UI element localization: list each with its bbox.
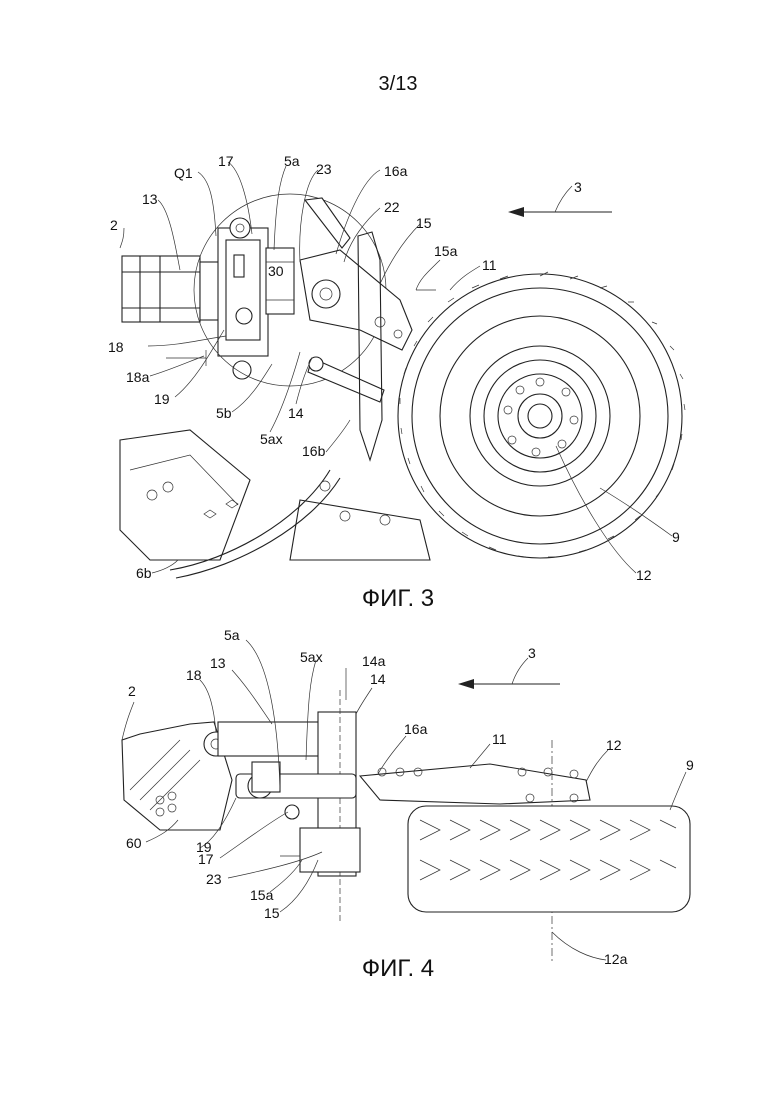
fig4-label-9: 9: [686, 757, 694, 773]
fig3-label-9: 9: [672, 529, 680, 545]
fig3-label-16a: 16a: [384, 163, 408, 179]
fig4-label-14a: 14a: [362, 653, 386, 669]
fig3-label-15a: 15a: [434, 243, 458, 259]
fig3-label-5a: 5a: [284, 153, 300, 169]
fig3-label-30: 30: [268, 263, 284, 279]
fig4-label-23: 23: [206, 871, 222, 887]
fig3-label-22: 22: [384, 199, 400, 215]
fig3-label-5b: 5b: [216, 405, 232, 421]
fig4-label-15a: 15a: [250, 887, 274, 903]
fig3-label-5ax: 5ax: [260, 431, 283, 447]
fig3-label-6b: 6b: [136, 565, 152, 581]
figure-3-reference-labels: 2 13 Q1 17 5a 23 16a 22 15 15a 11 3 30 1…: [108, 153, 680, 583]
figure-4-caption: ФИГ. 4: [362, 955, 434, 982]
fig3-label-23: 23: [316, 161, 332, 177]
fig3-label-2: 2: [110, 217, 118, 233]
fig4-label-3: 3: [528, 645, 536, 661]
fig4-label-16a: 16a: [404, 721, 428, 737]
figure-4-drawing: [122, 640, 690, 962]
page-number: 3/13: [379, 73, 418, 95]
fig4-label-14: 14: [370, 671, 386, 687]
fig4-label-12a: 12a: [604, 951, 628, 967]
fig3-label-18: 18: [108, 339, 124, 355]
fig4-label-18: 18: [186, 667, 202, 683]
fig4-label-13: 13: [210, 655, 226, 671]
fig3-label-11: 11: [482, 257, 497, 273]
fig4-label-5a: 5a: [224, 627, 240, 643]
figure-3-caption: ФИГ. 3: [362, 585, 434, 612]
fig3-label-19: 19: [154, 391, 170, 407]
fig4-label-2: 2: [128, 683, 136, 699]
fig3-label-3: 3: [574, 179, 582, 195]
fig3-label-q1: Q1: [174, 165, 193, 181]
fig4-label-15: 15: [264, 905, 280, 921]
fig3-label-13: 13: [142, 191, 158, 207]
fig4-label-5ax: 5ax: [300, 649, 323, 665]
fig4-label-12: 12: [606, 737, 622, 753]
fig3-label-14: 14: [288, 405, 304, 421]
figure-3-drawing: [120, 162, 685, 578]
fig3-label-12: 12: [636, 567, 652, 583]
fig3-label-17: 17: [218, 153, 234, 169]
fig4-label-17: 17: [198, 851, 214, 867]
fig3-label-15: 15: [416, 215, 432, 231]
fig3-label-18a: 18a: [126, 369, 150, 385]
fig4-label-60: 60: [126, 835, 142, 851]
fig3-label-16b: 16b: [302, 443, 326, 459]
fig4-label-11: 11: [492, 731, 507, 747]
